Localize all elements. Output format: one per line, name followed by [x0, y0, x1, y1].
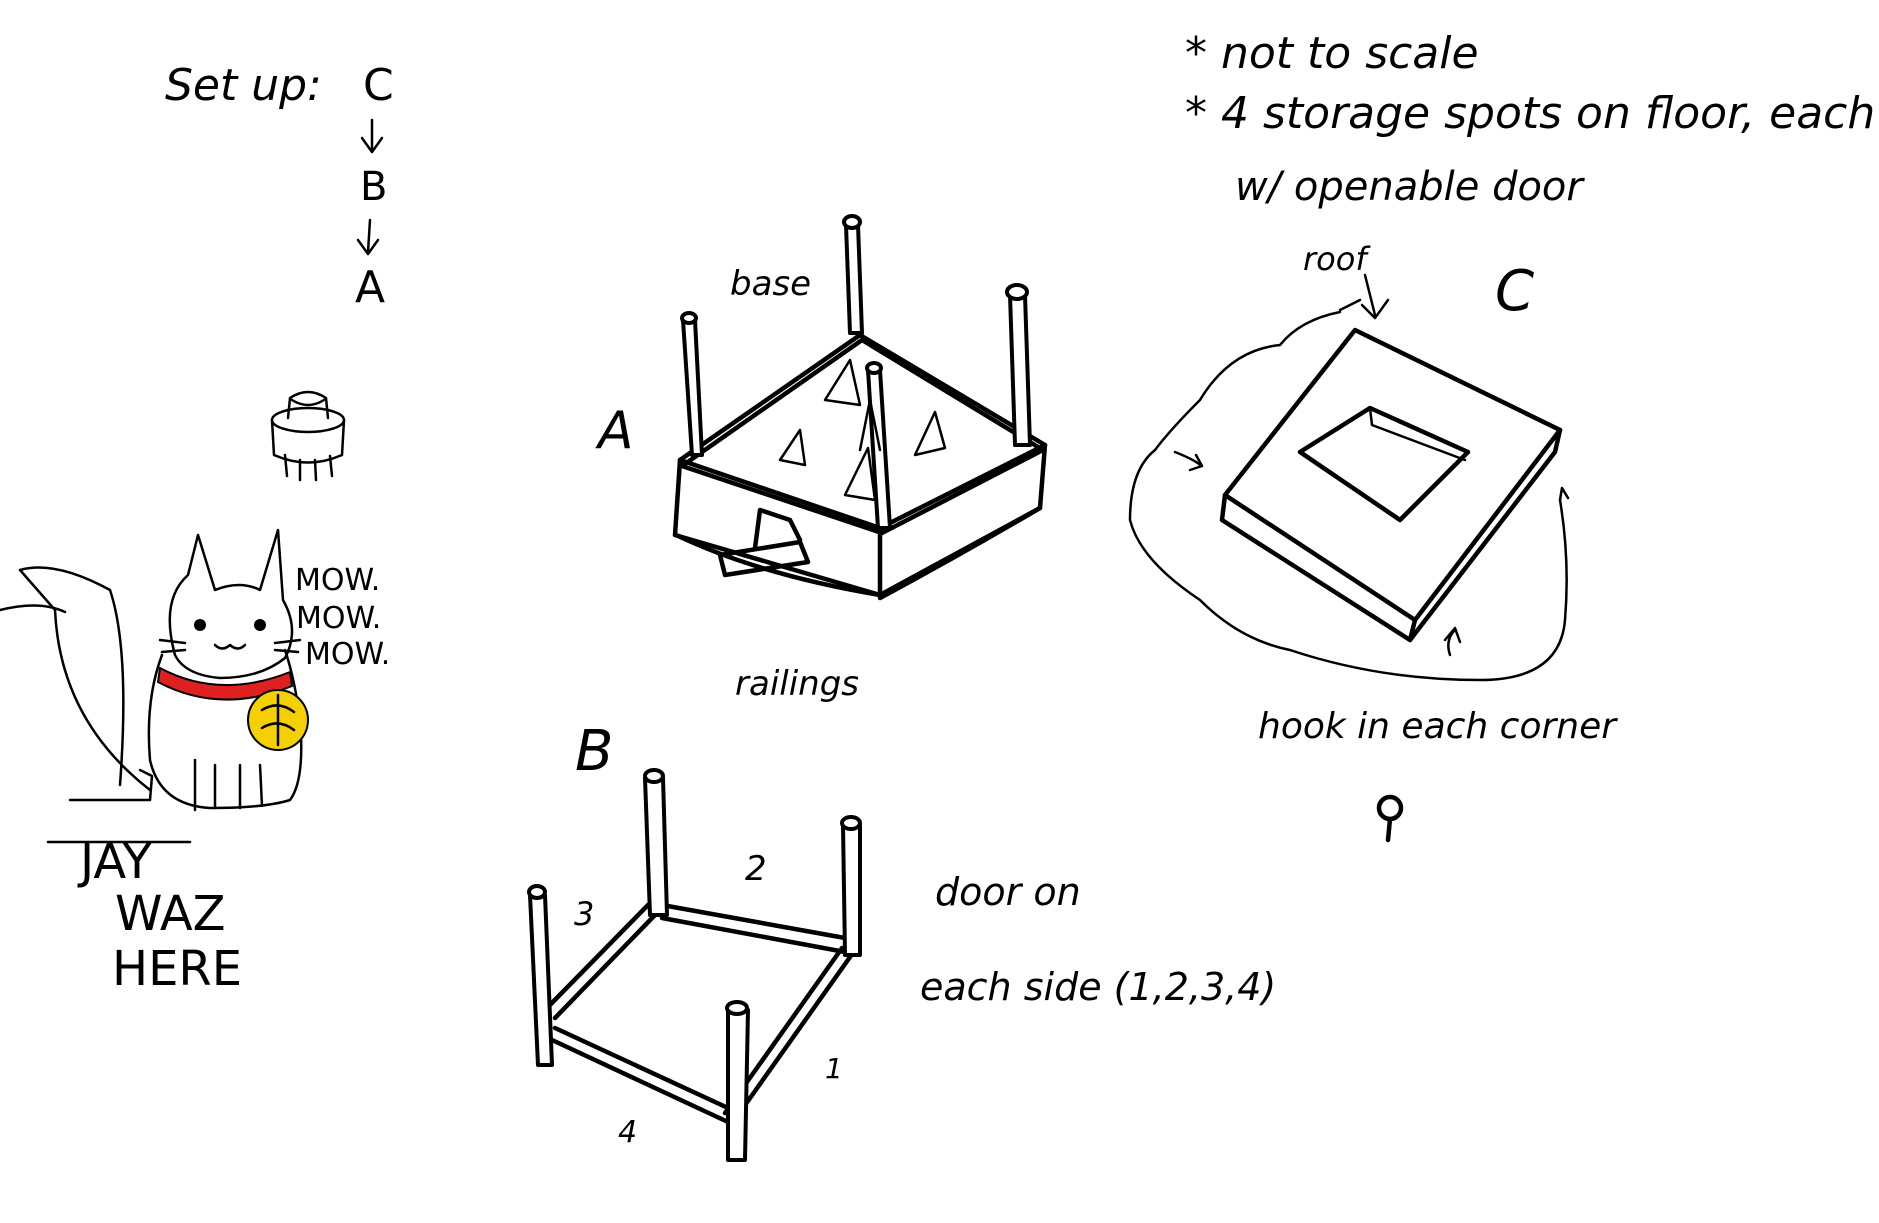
part-a-letter: A [595, 401, 634, 461]
down-arrow-icon [358, 220, 378, 254]
part-a-label: base [730, 264, 811, 304]
setup-step-a: A [355, 262, 385, 313]
down-arrow-icon [362, 120, 382, 152]
part-c-label: roof [1303, 240, 1371, 278]
note-openable-door: w/ openable door [1235, 164, 1585, 210]
hook-icon [1379, 797, 1401, 840]
graffiti-here: HERE [112, 941, 242, 997]
setup-step-c: C [363, 60, 394, 111]
note-not-to-scale: * not to scale [1185, 28, 1479, 79]
notes-block: * not to scale * 4 storage spots on floo… [1185, 28, 1875, 210]
part-b-label: railings [735, 664, 859, 704]
graffiti-waz: WAZ [115, 886, 226, 942]
part-b-door-note-2: each side (1,2,3,4) [920, 965, 1276, 1009]
part-a-base-drawing: A base [595, 216, 1045, 598]
bell-icon [248, 690, 308, 750]
setup-label: Set up: [165, 60, 322, 111]
setup-order: Set up: C B A [165, 60, 394, 313]
cat-speech-1: MOW. [295, 563, 380, 598]
part-b-letter: B [575, 719, 613, 784]
side-number-4: 4 [618, 1115, 637, 1150]
part-b-railings-drawing: 1 2 3 4 B railings door on each side (1,… [529, 664, 1276, 1160]
part-c-hook-note: hook in each corner [1258, 706, 1618, 747]
side-number-2: 2 [745, 849, 767, 889]
part-b-door-note-1: door on [935, 870, 1081, 914]
cat-speech-2: MOW. [296, 601, 381, 636]
note-storage-spots: * 4 storage spots on floor, each [1185, 88, 1875, 139]
cat-doodle: MOW. MOW. MOW. JAY WAZ HERE [0, 530, 390, 997]
part-c-letter: C [1495, 259, 1534, 324]
cat-speech-3: MOW. [305, 637, 390, 672]
side-number-1: 1 [825, 1052, 843, 1085]
part-c-roof-drawing: C roof hook in each corner [1130, 240, 1618, 840]
setup-step-b: B [360, 164, 387, 210]
side-number-3: 3 [574, 895, 594, 933]
small-peg-icon [272, 392, 344, 480]
